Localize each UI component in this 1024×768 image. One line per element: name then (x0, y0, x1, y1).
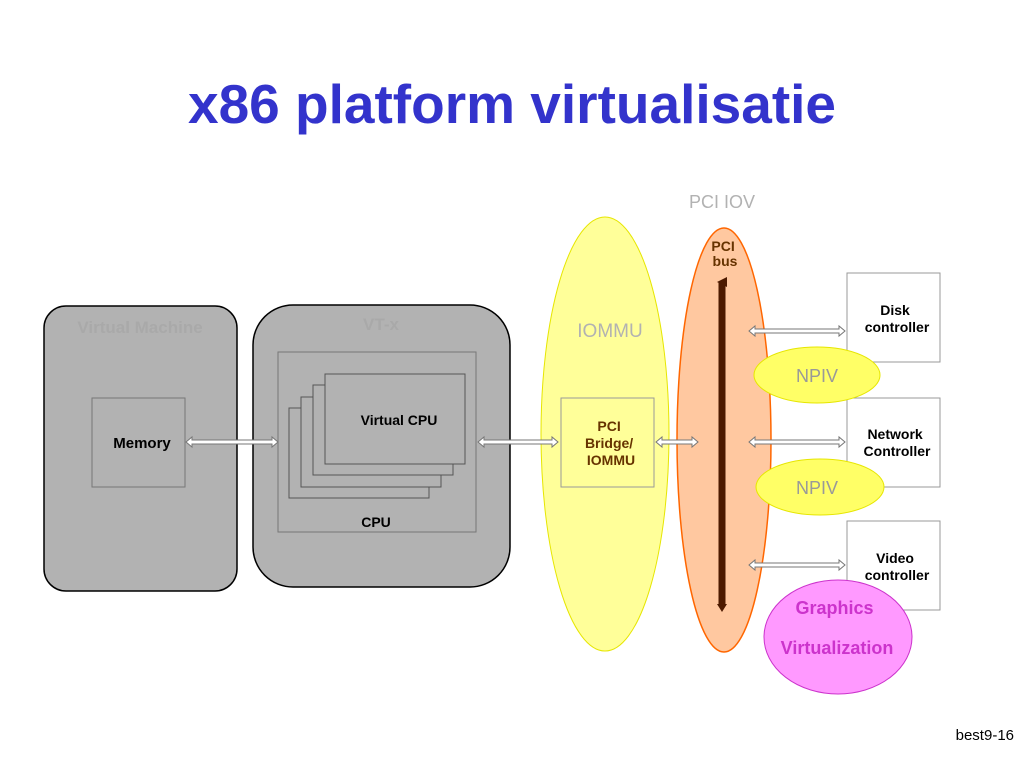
network-controller-label-line: Controller (864, 443, 931, 459)
npiv-label: NPIV (796, 366, 838, 386)
pci-bus-label-line: PCI (711, 238, 734, 254)
pci-bridge-label: PCI Bridge/ IOMMU (585, 418, 637, 468)
npiv-ellipse (753, 346, 881, 404)
virtual-cpu-box (324, 373, 466, 465)
slide-footer: best9-16 (955, 727, 1014, 744)
pci-bridge-label-line: IOMMU (587, 452, 635, 468)
virtual-machine-panel-label: Virtual Machine (77, 318, 202, 337)
video-controller-label-line: Video (876, 550, 914, 566)
graphics-virtualization-label-line: Graphics (795, 598, 873, 618)
cpu-label: CPU (361, 514, 391, 530)
graphics-virtualization-label: Graphics Virtualization (781, 598, 894, 658)
double-arrow (185, 435, 279, 449)
pci-bridge-box (560, 397, 655, 488)
pci-bus-label: PCI bus (711, 238, 738, 269)
npiv-ellipse (755, 458, 885, 516)
npiv-label: NPIV (796, 478, 838, 498)
disk-controller-label: Disk controller (865, 302, 930, 335)
pci-iov-label: PCI IOV (689, 192, 755, 212)
pci-bus-bar-bottom-cap (717, 604, 727, 612)
pci-bridge-label-line: Bridge/ (585, 435, 633, 451)
double-arrow (748, 435, 846, 449)
memory-label: Memory (113, 435, 171, 452)
disk-controller-label-line: Disk (880, 302, 910, 318)
network-controller-label-line: Network (867, 426, 922, 442)
virtual-cpu-label: Virtual CPU (361, 412, 438, 428)
double-arrow (748, 324, 846, 338)
graphics-virtualization-label-line: Virtualization (781, 638, 894, 658)
double-arrow (748, 558, 846, 572)
network-controller-label: Network Controller (864, 426, 931, 459)
pci-bus-label-line: bus (713, 253, 738, 269)
double-arrow (477, 435, 559, 449)
double-arrow (655, 435, 699, 449)
memory-box (91, 397, 186, 488)
disk-controller-label-line: controller (865, 319, 930, 335)
slide-title: x86 platform virtualisatie (187, 73, 837, 135)
video-controller-label: Video controller (865, 550, 930, 583)
pci-bridge-label-line: PCI (597, 418, 620, 434)
graphics-virtualization-ellipse (763, 579, 913, 695)
video-controller-label-line: controller (865, 567, 930, 583)
vtx-panel-label: VT-x (363, 315, 399, 334)
disk-controller-box (846, 272, 941, 363)
iommu-label: IOMMU (577, 321, 642, 342)
